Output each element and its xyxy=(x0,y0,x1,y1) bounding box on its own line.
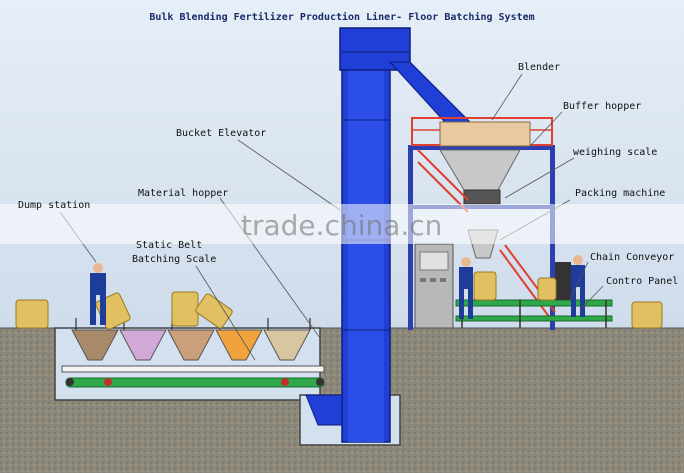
hopper-1 xyxy=(71,329,119,361)
label-blender: Blender xyxy=(518,62,561,73)
label-dump-station: Dump station xyxy=(18,200,91,211)
label-packing-machine: Packing machine xyxy=(575,188,666,199)
blender-box xyxy=(439,121,531,147)
label-chain-conveyor: Chain Conveyor xyxy=(590,252,675,263)
batching-belt xyxy=(61,365,325,388)
weighing-scale-box xyxy=(463,189,501,205)
watermark: trade.china.cn xyxy=(241,209,443,242)
bags xyxy=(15,271,663,330)
batching-hoppers xyxy=(71,318,311,361)
hopper-3 xyxy=(167,329,215,361)
label-bucket-elevator: Bucket Elevator xyxy=(176,128,267,139)
hopper-5 xyxy=(263,329,311,361)
watermark-band xyxy=(0,204,684,244)
label-batching-scale: Batching Scale xyxy=(132,254,217,265)
control-cabinet xyxy=(414,243,454,329)
hopper-4 xyxy=(215,329,263,361)
label-weighing-scale: weighing scale xyxy=(573,147,658,158)
label-material-hopper: Material hopper xyxy=(138,188,229,199)
diagram-title: Bulk Blending Fertilizer Production Line… xyxy=(149,12,535,23)
label-control-panel: Contro Panel xyxy=(606,276,679,287)
label-static-belt: Static Belt xyxy=(136,240,203,251)
label-buffer-hopper: Buffer hopper xyxy=(563,101,642,112)
workers xyxy=(90,255,585,325)
hopper-2 xyxy=(119,329,167,361)
